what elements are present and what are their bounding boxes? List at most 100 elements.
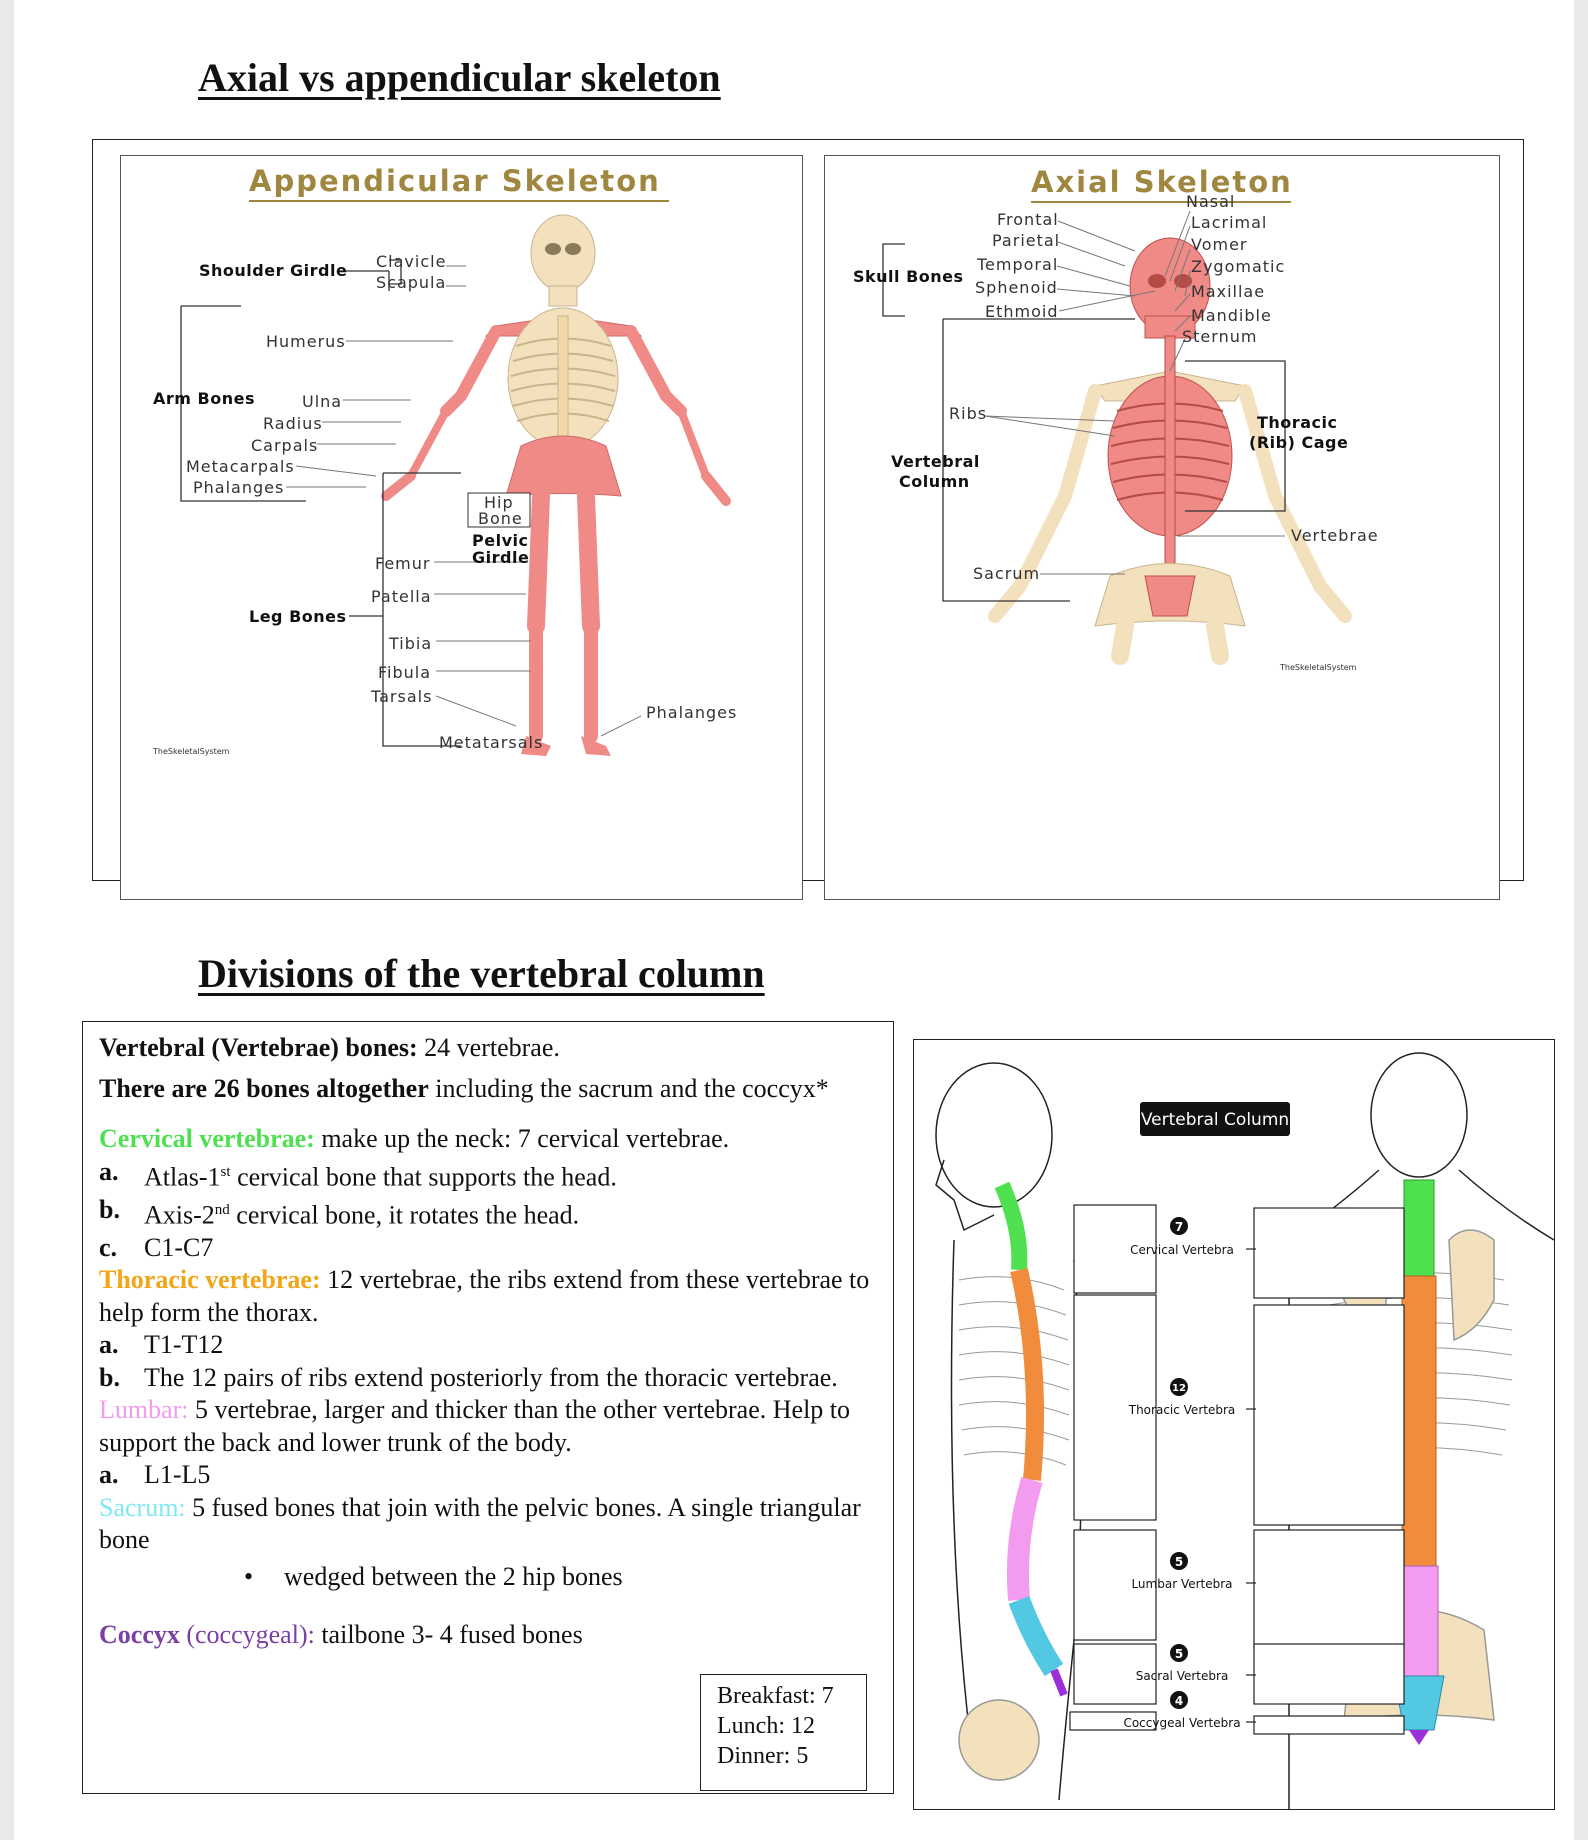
- sacrum-bullet-text: wedged between the 2 hip bones: [284, 1561, 623, 1591]
- pelvic-girdle-label-line2: Girdle: [472, 548, 529, 567]
- notes-lumbar-a: a.L1-L5: [99, 1459, 877, 1492]
- cervical-c-text: C1-C7: [144, 1232, 214, 1262]
- heading-axial-vs-appendicular: Axial vs appendicular skeleton: [198, 55, 721, 100]
- notes-lumbar: Lumbar: 5 vertebrae, larger and thicker …: [99, 1394, 877, 1459]
- notes-sacrum-bullet: • wedged between the 2 hip bones: [244, 1561, 877, 1594]
- cervical-b-text: Axis-2nd cervical bone, it rotates the h…: [144, 1200, 580, 1230]
- notes-cervical-c: c.C1-C7: [99, 1232, 877, 1265]
- metacarpals-label: Metacarpals: [186, 457, 295, 476]
- dinner-count: Dinner: 5: [717, 1743, 809, 1769]
- sacral-count-badge: [1170, 1644, 1188, 1662]
- coccygeal-count-badge: [1170, 1691, 1188, 1709]
- vertebral-column-title-badge: [1140, 1102, 1290, 1136]
- list-marker: a.: [99, 1330, 119, 1360]
- list-marker: a.: [99, 1156, 119, 1186]
- hip-bone-label-line2: Bone: [478, 509, 523, 528]
- notes-vertebral-bones-bold: Vertebral (Vertebrae) bones:: [99, 1033, 418, 1062]
- side-view-spine: [994, 1181, 1068, 1697]
- notes-thoracic-b: b. The 12 pairs of ribs extend posteriorl…: [99, 1362, 877, 1395]
- coccyx-paren: (coccygeal):: [179, 1620, 315, 1650]
- list-marker: b.: [99, 1362, 120, 1392]
- carpals-label: Carpals: [251, 436, 318, 455]
- tarsals-label: Tarsals: [370, 687, 432, 706]
- sacral-vertebra-label: Sacral Vertebra: [1136, 1669, 1229, 1683]
- shoulder-girdle-label: Shoulder Girdle: [199, 261, 347, 280]
- notes-line-total-bones: There are 26 bones altogether including …: [99, 1073, 877, 1106]
- thoracic-label: Thoracic vertebrae:: [99, 1265, 321, 1295]
- cervical-vertebra-label: Cervical Vertebra: [1130, 1243, 1234, 1257]
- vertebral-notes-box: Vertebral (Vertebrae) bones: 24 vertebra…: [82, 1021, 894, 1794]
- vomer-label: Vomer: [1191, 235, 1248, 254]
- bullet-dot: •: [244, 1561, 254, 1591]
- thoracic-text: 12 vertebrae, the ribs extend from these…: [99, 1265, 870, 1327]
- notes-vertebral-bones-text: 24 vertebrae.: [417, 1033, 560, 1062]
- lumbar-vertebra-label: Lumbar Vertebra: [1131, 1577, 1232, 1591]
- skeleton-figure-frame: Appendicular Skeleton: [92, 139, 1524, 900]
- cervical-text: make up the neck: 7 cervical vertebrae.: [314, 1124, 730, 1153]
- appendicular-skeleton-diagram: Appendicular Skeleton: [152, 164, 737, 756]
- leg-bones-label: Leg Bones: [249, 607, 347, 626]
- hip-bone-label-line1: Hip: [484, 493, 514, 512]
- lumbar-count-badge: [1170, 1552, 1188, 1570]
- list-marker: b.: [99, 1194, 120, 1224]
- thoracic-count: 12: [1172, 1383, 1186, 1394]
- ethmoid-label: Ethmoid: [985, 302, 1059, 321]
- sacral-count: 5: [1175, 1647, 1183, 1661]
- document-page: Axial vs appendicular skeleton Appendicu…: [14, 0, 1574, 1840]
- list-marker: a.: [99, 1460, 119, 1490]
- cervical-count: 7: [1175, 1220, 1183, 1234]
- vertebral-column-label-line2: Column: [899, 472, 970, 491]
- axial-title: Axial Skeleton: [1031, 165, 1293, 199]
- clavicle-label: Clavicle: [376, 252, 446, 271]
- maxillae-label: Maxillae: [1191, 282, 1265, 301]
- coccygeal-vertebra-label: Coccygeal Vertebra: [1123, 1716, 1240, 1730]
- zygomatic-label: Zygomatic: [1191, 257, 1285, 276]
- notes-cervical-a: a. Atlas-1st cervical bone that supports …: [99, 1156, 877, 1194]
- frontal-label: Frontal: [997, 210, 1059, 229]
- patella-label: Patella: [371, 587, 432, 606]
- nasal-label: Nasal: [1186, 192, 1235, 211]
- radius-label: Radius: [263, 414, 323, 433]
- axial-skeleton-figure: [988, 237, 1352, 665]
- lumbar-text: 5 vertebrae, larger and thicker than the…: [99, 1395, 851, 1457]
- coccyx-text: tailbone 3- 4 fused bones: [314, 1620, 583, 1650]
- tibia-label: Tibia: [388, 634, 432, 653]
- axial-skeleton-diagram: Axial Skeleton: [853, 165, 1378, 672]
- lacrimal-label: Lacrimal: [1191, 213, 1267, 232]
- thoracic-count-badge: [1170, 1378, 1188, 1396]
- mandible-label: Mandible: [1191, 306, 1272, 325]
- vertebral-column-title: Vertebral Column: [1141, 1110, 1289, 1130]
- ulna-label: Ulna: [302, 392, 342, 411]
- notes-total-bones-bold: There are 26 bones altogether: [99, 1073, 429, 1103]
- cervical-label: Cervical vertebrae:: [99, 1124, 315, 1153]
- coccygeal-count: 4: [1175, 1694, 1183, 1708]
- back-view-spine: [1393, 1179, 1445, 1745]
- temporal-label: Temporal: [976, 255, 1058, 274]
- meal-counts-box: Breakfast: 7 Lunch: 12 Dinner: 5: [700, 1674, 867, 1791]
- heading-divisions-vertebral-column: Divisions of the vertebral column: [198, 951, 765, 996]
- ribs-label: Ribs: [949, 404, 987, 423]
- sternum-label: Sternum: [1182, 327, 1257, 346]
- notes-thoracic-a: a.T1-T12: [99, 1329, 877, 1362]
- lumbar-label: Lumbar:: [99, 1395, 189, 1425]
- lunch-count: Lunch: 12: [717, 1713, 815, 1739]
- appendicular-skeleton-panel: Appendicular Skeleton: [120, 155, 803, 900]
- sphenoid-label: Sphenoid: [975, 278, 1058, 297]
- thoracic-vertebra-label: Thoracic Vertebra: [1128, 1403, 1236, 1417]
- cervical-count-badge: [1170, 1217, 1188, 1235]
- notes-total-bones-text: including the sacrum and the coccyx*: [428, 1073, 829, 1103]
- notes-sacrum: Sacrum: 5 fused bones that join with the…: [99, 1492, 877, 1557]
- humerus-label: Humerus: [266, 332, 346, 351]
- skull-bones-label: Skull Bones: [853, 267, 964, 286]
- cervical-a-text: Atlas-1st cervical bone that supports th…: [144, 1162, 617, 1192]
- appendicular-title: Appendicular Skeleton: [249, 164, 661, 198]
- thoracic-b-text: The 12 pairs of ribs extend posteriorly …: [144, 1362, 838, 1392]
- sacrum-text: 5 fused bones that join with the pelvic …: [99, 1492, 861, 1555]
- sacrum-label: Sacrum: [973, 564, 1040, 583]
- vertebral-column-diagram: Vertebral Column 7 Cervical Vertebra 12 …: [913, 1039, 1555, 1810]
- coccyx-label: Coccyx: [99, 1620, 180, 1650]
- phalanges-foot-label: Phalanges: [646, 703, 737, 722]
- notes-coccyx: Coccyx (coccygeal): tailbone 3- 4 fused …: [99, 1619, 877, 1652]
- notes-cervical: Cervical vertebrae: make up the neck: 7 …: [99, 1123, 877, 1156]
- parietal-label: Parietal: [992, 231, 1060, 250]
